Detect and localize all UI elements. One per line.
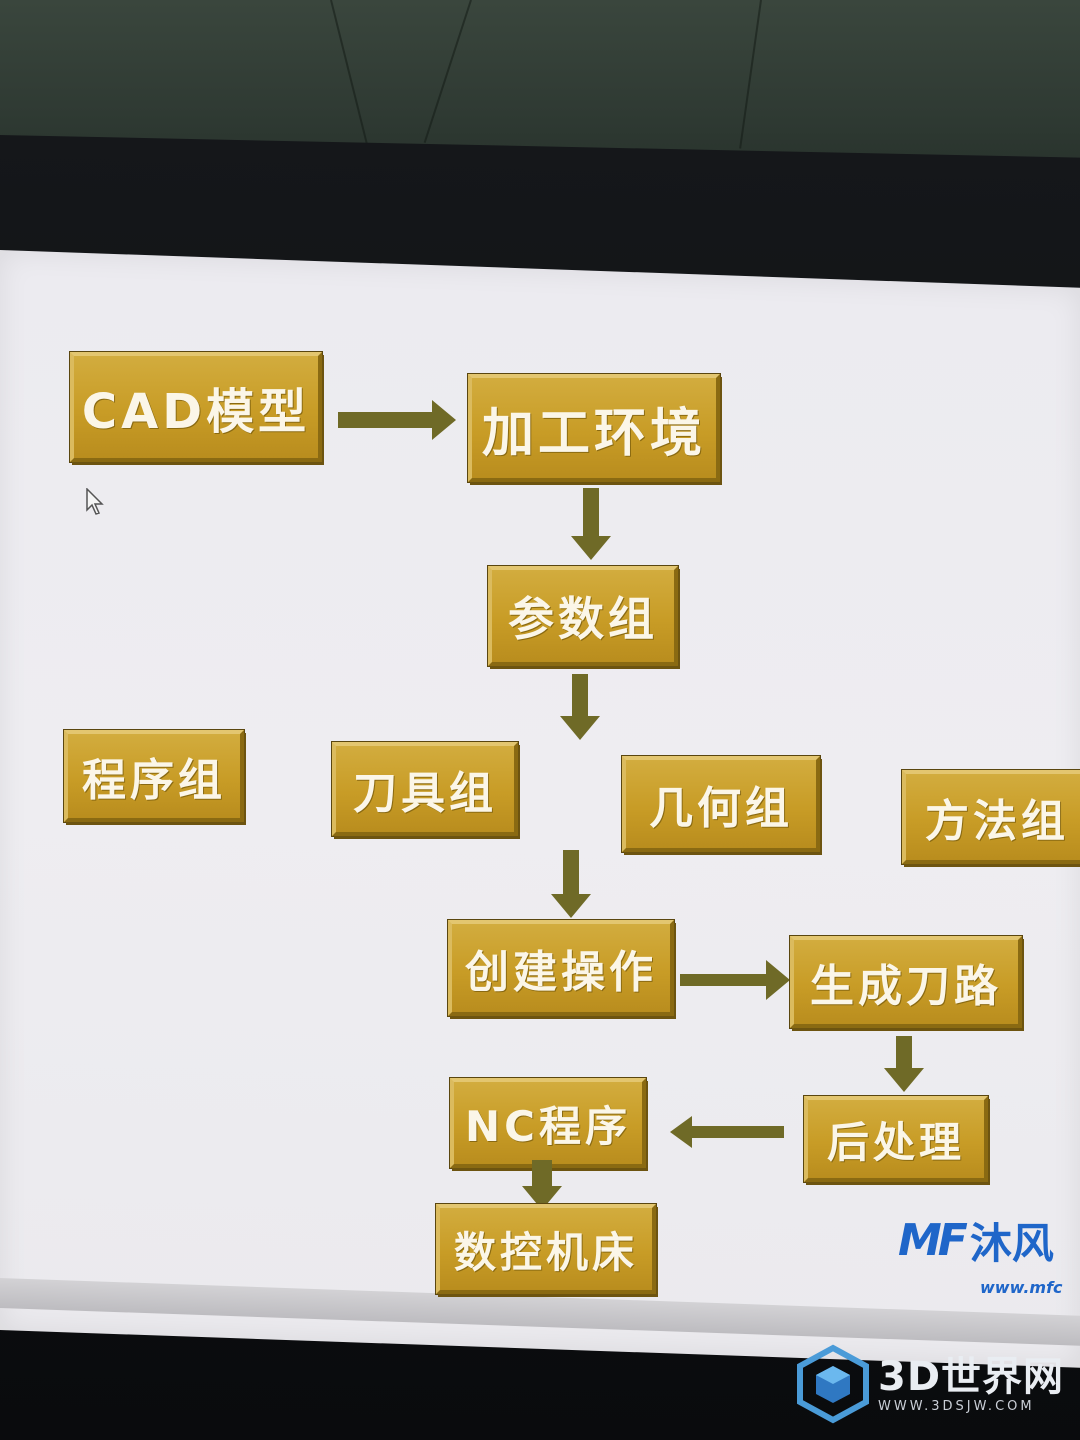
node-tool-group: 刀具组 bbox=[332, 742, 518, 836]
site-watermark-logo: 3D世界网 WWW.3DSJW.COM bbox=[796, 1344, 1064, 1424]
node-label: 加工环境 bbox=[481, 403, 706, 464]
node-label: CAD模型 bbox=[81, 384, 311, 440]
node-cnc-machine: 数控机床 bbox=[436, 1204, 656, 1294]
node-label: 方法组 bbox=[925, 796, 1069, 847]
node-param-group: 参数组 bbox=[488, 566, 678, 666]
wall-mark bbox=[739, 0, 762, 149]
node-cad-model: CAD模型 bbox=[70, 352, 322, 462]
node-nc-program: NC程序 bbox=[450, 1078, 646, 1168]
node-create-operation: 创建操作 bbox=[448, 920, 674, 1016]
wall-mark bbox=[330, 0, 369, 146]
node-geometry-group: 几何组 bbox=[622, 756, 820, 852]
node-post-process: 后处理 bbox=[804, 1096, 988, 1182]
cube-icon bbox=[797, 1344, 869, 1424]
cursor-icon bbox=[86, 488, 104, 515]
node-machining-env: 加工环境 bbox=[468, 374, 720, 482]
node-program-group: 程序组 bbox=[64, 730, 244, 822]
node-generate-toolpath: 生成刀路 bbox=[790, 936, 1022, 1028]
node-label: 创建操作 bbox=[465, 947, 657, 998]
node-label: 参数组 bbox=[508, 592, 658, 646]
mf-watermark-url: www.mfc bbox=[980, 1278, 1063, 1297]
wall-mark bbox=[423, 0, 472, 143]
mf-logo-name: 沐风 bbox=[969, 1219, 1054, 1268]
node-label: 程序组 bbox=[82, 755, 226, 806]
site-name: 3D世界网 bbox=[878, 1353, 1065, 1400]
site-url: WWW.3DSJW.COM bbox=[878, 1398, 1035, 1414]
node-label: 数控机床 bbox=[453, 1227, 638, 1277]
mf-logo-mark: MF bbox=[898, 1215, 968, 1266]
node-label: 后处理 bbox=[826, 1117, 965, 1167]
mf-watermark-logo: MF 沐风 bbox=[898, 1210, 1054, 1271]
node-label: 生成刀路 bbox=[810, 961, 1002, 1012]
node-method-group: 方法组 bbox=[902, 770, 1080, 864]
node-label: 刀具组 bbox=[353, 768, 497, 819]
node-label: 几何组 bbox=[649, 783, 793, 834]
node-label: NC程序 bbox=[465, 1101, 631, 1151]
